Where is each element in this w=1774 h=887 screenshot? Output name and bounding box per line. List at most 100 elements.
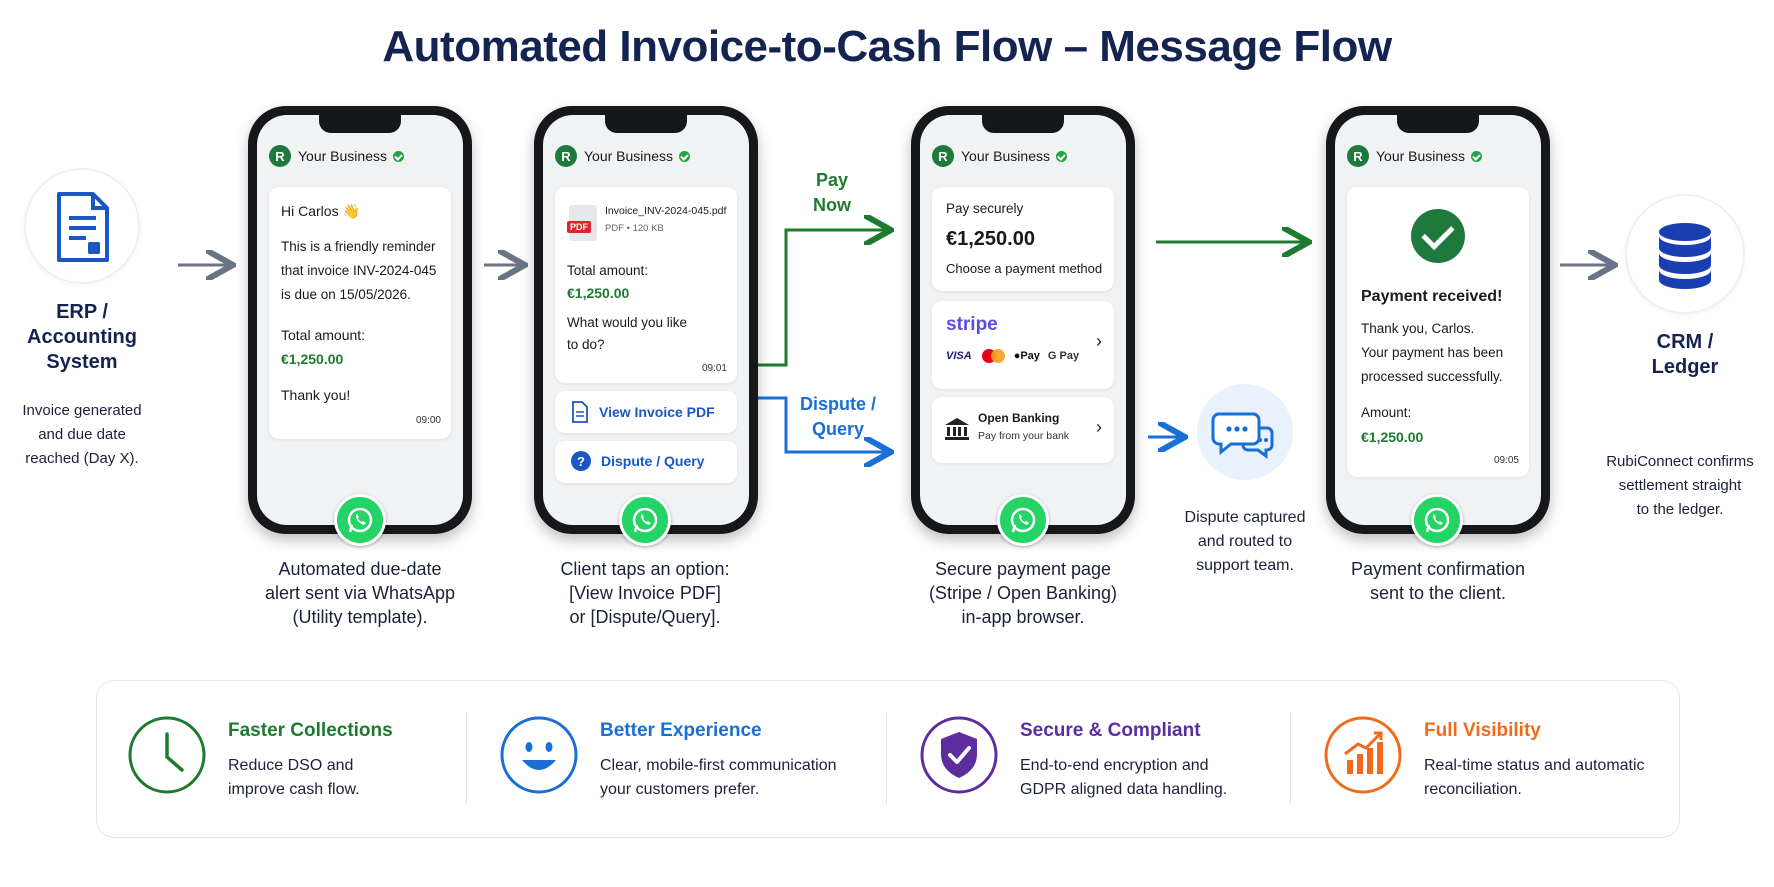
apple-pay-label: Pay xyxy=(1020,350,1040,362)
total-value: €1,250.00 xyxy=(281,351,344,367)
message-line: Thank you, Carlos. xyxy=(1361,321,1475,336)
verified-badge-icon xyxy=(1055,150,1067,162)
crm-icon-circle xyxy=(1627,196,1743,312)
message-line: This is a friendly reminder xyxy=(281,239,436,254)
caption-line: support team. xyxy=(1196,557,1294,574)
total-value: €1,250.00 xyxy=(567,285,630,301)
dispute-caption: Dispute captured and routed to support t… xyxy=(1160,506,1330,578)
feature-text-line: reconciliation. xyxy=(1424,781,1522,798)
phone3-caption: Secure payment page (Stripe / Open Banki… xyxy=(883,557,1163,629)
phone-payment-confirmation: R Your Business Payment received! Thank … xyxy=(1326,106,1550,534)
payment-received-heading: Payment received! xyxy=(1361,288,1503,305)
total-label: Total amount: xyxy=(567,263,649,278)
pay-now-line: Pay xyxy=(815,170,849,190)
dispute-line: Dispute / xyxy=(799,394,876,414)
pay-now-label: Pay Now xyxy=(792,168,872,218)
feature-text-line: Reduce DSO and xyxy=(228,757,354,774)
caption-line: and routed to xyxy=(1197,533,1293,550)
feature-title: Full Visibility xyxy=(1424,720,1541,741)
business-name: Your Business xyxy=(298,148,387,164)
business-header: R Your Business xyxy=(932,145,1067,167)
visa-logo: VISA xyxy=(946,350,972,362)
total-label: Total amount: xyxy=(281,327,366,343)
business-name: Your Business xyxy=(584,148,673,164)
feature-text: End-to-end encryption and GDPR aligned d… xyxy=(1020,754,1227,802)
mastercard-icon xyxy=(981,349,1006,363)
business-header: R Your Business xyxy=(1347,145,1482,167)
crm-label-line: Ledger xyxy=(1651,356,1719,378)
caption-line: Secure payment page xyxy=(934,559,1112,579)
open-banking-title: Open Banking xyxy=(978,411,1060,425)
divider xyxy=(886,712,887,804)
caption-line: alert sent via WhatsApp xyxy=(264,583,456,603)
caption-line: in-app browser. xyxy=(961,607,1085,627)
business-name: Your Business xyxy=(1376,148,1465,164)
file-meta: PDF • 120 KB xyxy=(605,223,664,234)
question-line: What would you like xyxy=(567,315,688,330)
stripe-logo: stripe xyxy=(946,314,998,335)
view-invoice-pdf-button[interactable]: View Invoice PDF xyxy=(555,391,737,433)
payment-summary-card: Pay securely €1,250.00 Choose a payment … xyxy=(932,187,1114,291)
caption-line: Automated due-date xyxy=(278,559,442,579)
caption-line: Payment confirmation xyxy=(1350,559,1526,579)
dispute-line: Query xyxy=(811,419,865,439)
crm-label: CRM / Ledger xyxy=(1620,330,1750,380)
feature-text-line: your customers prefer. xyxy=(600,781,760,798)
erp-caption: Invoice generated and due date reached (… xyxy=(10,399,154,471)
payment-amount: €1,250.00 xyxy=(946,228,1035,250)
verified-badge-icon xyxy=(1470,150,1482,162)
caption-line: RubiConnect confirms xyxy=(1606,453,1754,470)
whatsapp-icon xyxy=(334,494,386,546)
phone2-caption: Client taps an option: [View Invoice PDF… xyxy=(505,557,785,629)
crm-caption: RubiConnect confirms settlement straight… xyxy=(1590,450,1770,522)
caption-line: [View Invoice PDF] xyxy=(569,583,721,603)
message-line: that invoice INV-2024-045 xyxy=(281,263,437,278)
erp-label-line: ERP / xyxy=(56,301,108,323)
page-title: Automated Invoice-to-Cash Flow – Message… xyxy=(382,22,1392,71)
phone-due-date-alert: R Your Business Hi Carlos 👋 This is a fr… xyxy=(248,106,472,534)
caption-line: settlement straight xyxy=(1618,477,1742,494)
view-invoice-pdf-label: View Invoice PDF xyxy=(599,404,715,420)
greeting: Hi Carlos 👋 xyxy=(281,203,360,219)
caption-line: or [Dispute/Query]. xyxy=(569,607,721,627)
chat-bubbles-icon xyxy=(1211,412,1274,459)
feature-text: Clear, mobile-first communication your c… xyxy=(600,754,837,802)
google-pay-logo: G Pay xyxy=(1047,350,1080,362)
invoice-document-icon xyxy=(57,192,109,262)
caption-line: sent to the client. xyxy=(1369,583,1507,603)
phone-secure-payment: R Your Business Pay securely €1,250.00 C… xyxy=(911,106,1135,534)
business-header: R Your Business xyxy=(269,145,404,167)
question-line: to do? xyxy=(567,337,605,352)
question-icon: ? xyxy=(571,451,591,471)
bank-icon xyxy=(945,418,969,440)
arrow-pay-now xyxy=(752,230,888,367)
pay-now-line: Now xyxy=(813,195,851,215)
pdf-file-icon: PDF xyxy=(567,205,597,241)
feature-text-line: GDPR aligned data handling. xyxy=(1020,781,1228,798)
phone-client-options: R Your Business PDF Invoice_INV-2024-045… xyxy=(534,106,758,534)
business-logo: R xyxy=(932,145,954,167)
caption-line: Dispute captured xyxy=(1184,509,1306,526)
dispute-query-branch-label: Dispute / Query xyxy=(788,392,888,442)
erp-label: ERP / Accounting System xyxy=(10,300,154,375)
caption-line: Client taps an option: xyxy=(560,559,730,579)
feature-text-line: End-to-end encryption and xyxy=(1020,757,1209,774)
open-banking-option[interactable]: Open Banking Pay from your bank › xyxy=(932,397,1114,463)
erp-caption-line: Invoice generated xyxy=(22,402,142,419)
erp-caption-line: and due date xyxy=(38,426,126,443)
dispute-query-button[interactable]: ? Dispute / Query xyxy=(555,441,737,483)
pay-securely-label: Pay securely xyxy=(946,201,1024,216)
erp-label-line: Accounting xyxy=(27,326,137,348)
check-circle-icon xyxy=(1411,209,1465,263)
whatsapp-icon xyxy=(1411,494,1463,546)
stripe-option[interactable]: stripe VISA ●Pay G Pay › xyxy=(932,301,1114,389)
clock-icon xyxy=(128,716,206,794)
database-icon xyxy=(1659,223,1711,289)
feature-title: Faster Collections xyxy=(228,720,393,741)
divider xyxy=(466,712,467,804)
erp-label-line: System xyxy=(46,351,118,373)
business-header: R Your Business xyxy=(555,145,690,167)
arrow-dispute xyxy=(752,396,888,452)
verified-badge-icon xyxy=(678,150,690,162)
